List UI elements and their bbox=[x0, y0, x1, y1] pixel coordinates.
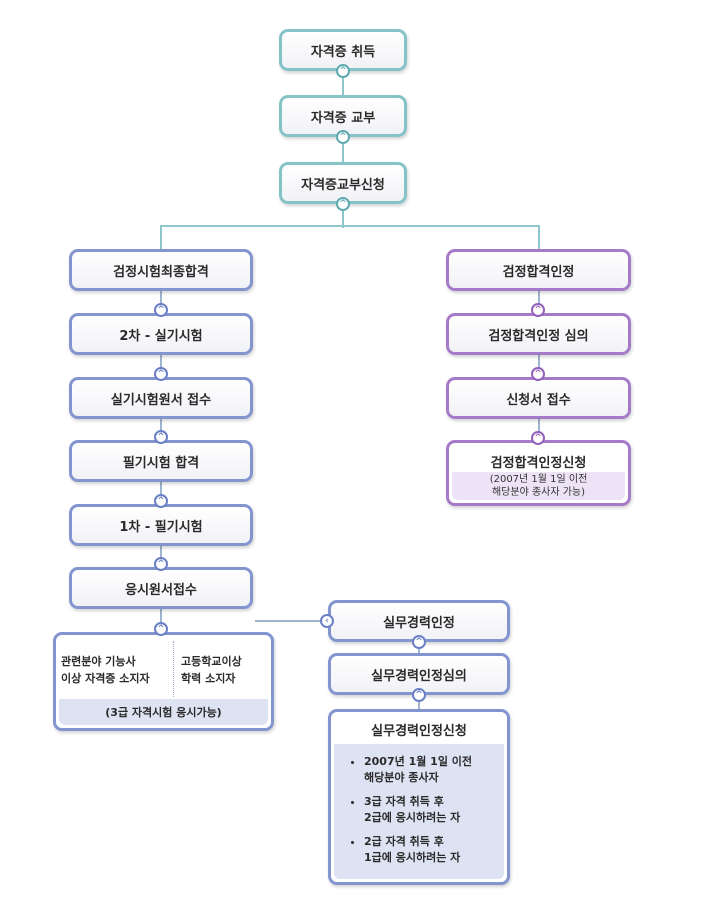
eligibility-footer-text: (3급 자격시험 응시가능) bbox=[105, 706, 222, 719]
node-label: 검정합격인정 심의 bbox=[488, 328, 589, 344]
node-label: 필기시험 합격 bbox=[122, 455, 200, 471]
node-note: (2007년 1월 1일 이전 해당분야 종사자 가능) bbox=[452, 472, 625, 500]
eligibility-text: 관련분야 기능사 bbox=[61, 655, 136, 668]
eligibility-box: 관련분야 기능사 이상 자격증 소지자 고등학교이상 학력 소지자 (3급 자격… bbox=[53, 632, 274, 731]
eligibility-text: 이상 자격증 소지자 bbox=[61, 672, 150, 685]
connector-experience-horizontal bbox=[255, 620, 330, 622]
criteria-line: 3급 자격 취득 후 bbox=[364, 795, 444, 808]
note-line: 해당분야 종사자 가능) bbox=[491, 487, 586, 498]
node-label: 응시원서접수 bbox=[125, 582, 197, 598]
chevron-up-icon: ^ bbox=[154, 622, 168, 636]
chevron-up-icon: ^ bbox=[154, 430, 168, 444]
criteria-item: 3급 자격 취득 후 2급에 응시하려는 자 bbox=[364, 794, 504, 826]
chevron-up-icon: ^ bbox=[336, 130, 350, 144]
chevron-up-icon: ^ bbox=[154, 303, 168, 317]
criteria-line: 2급 자격 취득 후 bbox=[364, 835, 444, 848]
node-title: 검정합격인정신청 bbox=[490, 456, 587, 471]
connector-top bbox=[342, 68, 344, 228]
criteria-line: 1급에 응시하려는 자 bbox=[364, 851, 461, 864]
connector-branch-right bbox=[538, 225, 540, 250]
node-written-pass: 필기시험 합격 bbox=[69, 440, 253, 482]
node-label: 실무경력인정 bbox=[383, 615, 455, 631]
chevron-up-icon: ^ bbox=[531, 303, 545, 317]
node-label: 1차 - 필기시험 bbox=[119, 519, 203, 535]
node-label: 실무경력인정심의 bbox=[371, 668, 467, 684]
node-practical-exam: 2차 - 실기시험 bbox=[69, 313, 253, 355]
node-label: 2차 - 실기시험 bbox=[119, 328, 203, 344]
chevron-left-icon: ‹ bbox=[320, 614, 334, 628]
node-final-pass: 검정시험최종합격 bbox=[69, 249, 253, 291]
eligibility-text: 학력 소지자 bbox=[181, 672, 236, 685]
eligibility-divider bbox=[173, 641, 174, 697]
node-label: 검정시험최종합격 bbox=[113, 264, 209, 280]
node-label: 자격증 교부 bbox=[310, 110, 376, 126]
node-label: 자격증교부신청 bbox=[301, 177, 385, 193]
connector-right-column bbox=[538, 285, 540, 445]
eligibility-footer: (3급 자격시험 응시가능) bbox=[59, 699, 268, 725]
chevron-up-icon: ^ bbox=[154, 367, 168, 381]
chevron-up-icon: ^ bbox=[154, 557, 168, 571]
node-label: 실기시험원서 접수 bbox=[110, 392, 212, 408]
node-title: 실무경력인정신청 bbox=[371, 724, 467, 739]
node-recognition-application: 검정합격인정신청 (2007년 1월 1일 이전 해당분야 종사자 가능) bbox=[446, 440, 631, 506]
chevron-up-icon: ^ bbox=[412, 635, 426, 649]
node-certificate-application: 자격증교부신청 bbox=[279, 162, 407, 204]
chevron-up-icon: ^ bbox=[336, 64, 350, 78]
eligibility-col-license: 관련분야 기능사 이상 자격증 소지자 bbox=[61, 653, 171, 687]
node-practical-application: 실기시험원서 접수 bbox=[69, 377, 253, 419]
node-label: 검정합격인정 bbox=[502, 264, 575, 280]
criteria-item: 2급 자격 취득 후 1급에 응시하려는 자 bbox=[364, 834, 504, 866]
node-exam-application: 응시원서접수 bbox=[69, 567, 253, 609]
eligibility-text: 고등학교이상 bbox=[181, 655, 242, 668]
chevron-up-icon: ^ bbox=[531, 431, 545, 445]
criteria-line: 해당분야 종사자 bbox=[364, 771, 439, 784]
chevron-up-icon: ^ bbox=[336, 197, 350, 211]
node-label: 자격증 취득 bbox=[310, 44, 376, 60]
criteria-line: 2급에 응시하려는 자 bbox=[364, 811, 461, 824]
node-recognition-review: 검정합격인정 심의 bbox=[446, 313, 631, 355]
node-qualification-recognition: 검정합격인정 bbox=[446, 249, 631, 291]
node-application-receipt: 신청서 접수 bbox=[446, 377, 631, 419]
node-label: 신청서 접수 bbox=[506, 392, 571, 408]
node-written-exam: 1차 - 필기시험 bbox=[69, 504, 253, 546]
note-line: (2007년 1월 1일 이전 bbox=[489, 474, 588, 485]
eligibility-col-education: 고등학교이상 학력 소지자 bbox=[181, 653, 271, 687]
chevron-up-icon: ^ bbox=[531, 367, 545, 381]
chevron-up-icon: ^ bbox=[154, 494, 168, 508]
connector-branch-left bbox=[160, 225, 162, 250]
chevron-up-icon: ^ bbox=[412, 688, 426, 702]
criteria-line: 2007년 1월 1일 이전 bbox=[364, 755, 473, 768]
connector-branch bbox=[160, 225, 540, 227]
